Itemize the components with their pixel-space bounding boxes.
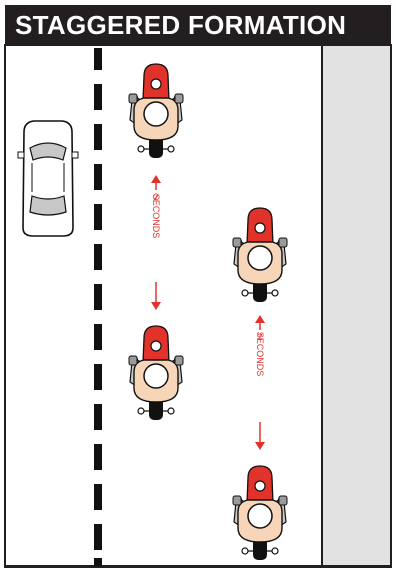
lane-divider-dashed-line [94,48,102,566]
road-shoulder [322,46,390,566]
gap-unit-label: SECONDS [151,194,161,239]
car-icon [18,121,78,236]
gap-unit-label: SECONDS [255,332,265,377]
